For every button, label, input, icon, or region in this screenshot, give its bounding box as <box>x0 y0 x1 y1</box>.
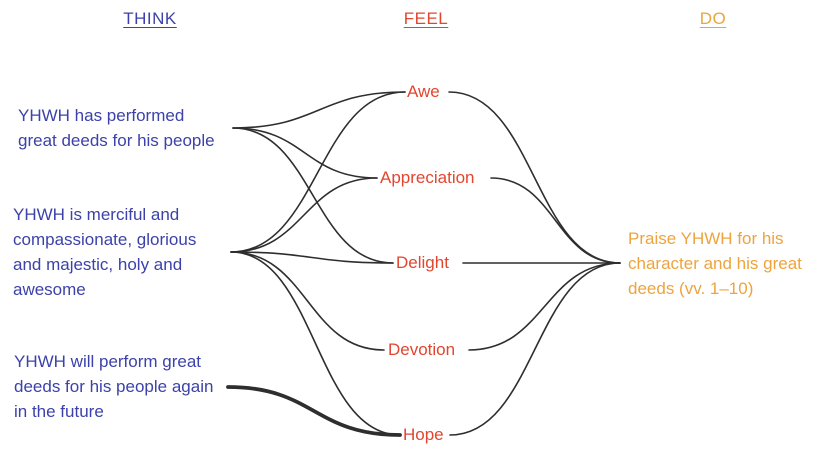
think-item-deeds-past: YHWH has performed great deeds for his p… <box>18 106 215 150</box>
connector-line-awe-do <box>448 91 621 264</box>
think-item-deeds-future: YHWH will perform great deeds for his pe… <box>14 352 214 421</box>
connector-line-think-2-awe <box>230 91 406 253</box>
connector-line-think-2-hope <box>230 251 401 436</box>
connector-line-appreciation-do <box>490 177 621 264</box>
feel-label-delight: Delight <box>396 253 449 272</box>
connector-line-think-1-appreciation <box>232 127 378 179</box>
connector-line-think-2-appreciation <box>230 177 378 253</box>
feel-label-awe: Awe <box>407 82 440 101</box>
connector-line-hope-do <box>449 262 621 436</box>
connector-line-think-3-hope <box>226 385 402 437</box>
connector-line-think-1-delight <box>232 127 394 264</box>
feel-label-devotion: Devotion <box>388 340 456 359</box>
feel-label-appreciation: Appreciation <box>380 168 475 187</box>
connector-line-think-2-delight <box>230 251 394 264</box>
connector-line-devotion-do <box>468 262 621 351</box>
column-header-think: THINK <box>123 9 177 28</box>
column-header-do: DO <box>699 9 727 28</box>
column-header-feel: FEEL <box>403 9 449 28</box>
connector-line-think-1-awe <box>232 91 406 129</box>
think-item-character: YHWH is merciful and compassionate, glor… <box>13 205 197 299</box>
connector-line-think-2-devotion <box>230 251 385 351</box>
feel-label-hope: Hope <box>403 425 444 444</box>
do-item-praise: Praise YHWH for his character and his gr… <box>628 229 802 298</box>
